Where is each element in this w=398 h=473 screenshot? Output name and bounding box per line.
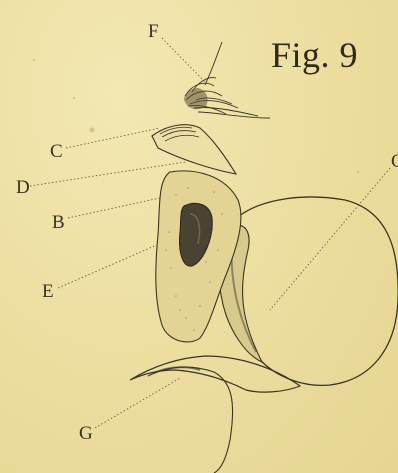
- leader-c: [66, 128, 160, 148]
- leader-d: [30, 162, 185, 186]
- label-e: E: [42, 282, 54, 301]
- leader-edge: [270, 168, 390, 310]
- label-d: D: [16, 178, 30, 197]
- lower-curve: [130, 356, 300, 392]
- leader-f: [162, 38, 205, 82]
- label-edge-c: C: [391, 152, 398, 171]
- label-g: G: [79, 424, 93, 443]
- figure-title: Fig. 9: [271, 34, 358, 76]
- leader-g: [95, 378, 180, 428]
- bristle-stalk: [205, 42, 222, 85]
- lower-stem: [148, 367, 233, 473]
- label-f: F: [148, 22, 159, 41]
- triangular-piece: [152, 125, 236, 174]
- label-c: C: [50, 142, 63, 161]
- label-b: B: [52, 213, 65, 232]
